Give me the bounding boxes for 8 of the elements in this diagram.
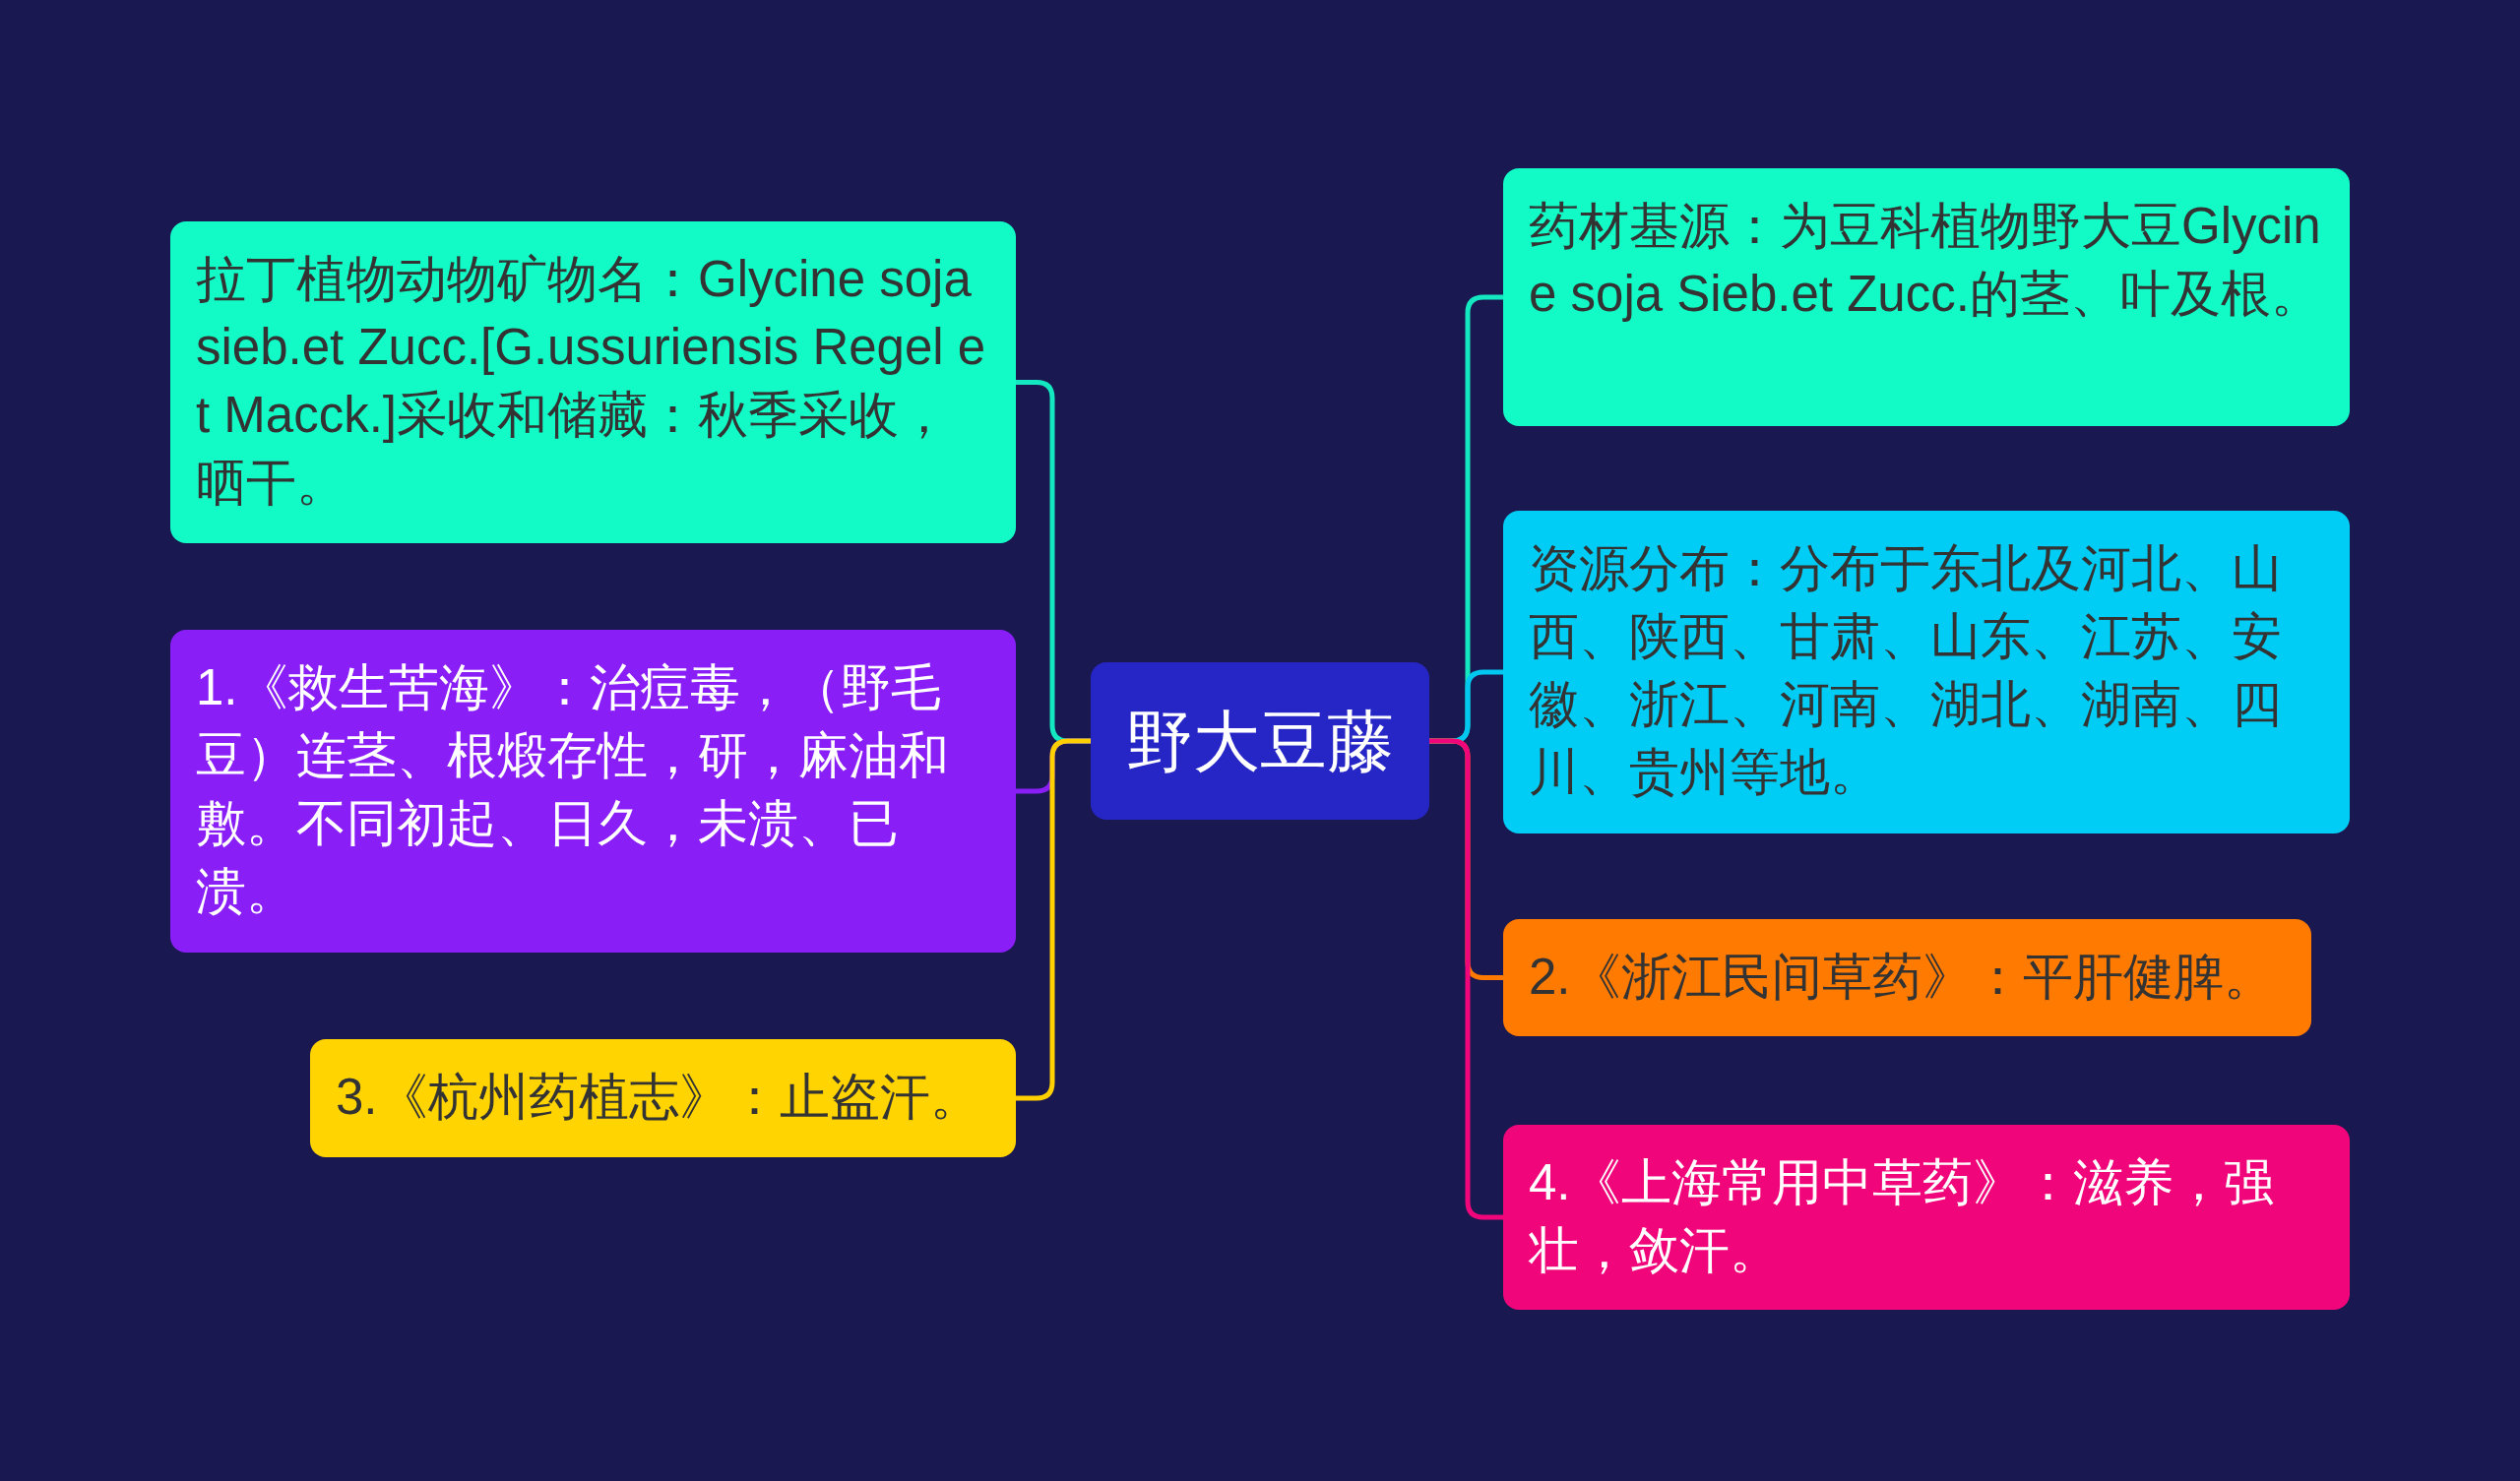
topic-box: 2.《浙江民间草药》：平肝健脾。 — [1503, 919, 2311, 1036]
topic-box: 资源分布：分布于东北及河北、山西、陕西、甘肃、山东、江苏、安徽、浙江、河南、湖北、湖南、四川、贵州等地。 — [1503, 511, 2350, 833]
topic-box: 3.《杭州药植志》：止盗汗。 — [310, 1039, 1016, 1157]
central-topic-box: 野大豆藤 — [1091, 662, 1429, 820]
topic-box: 拉丁植物动物矿物名：Glycine soja sieb.et Zucc.[G.ussuriensis Regel et Macck.]采收和储藏：秋季采收，晒干。 — [170, 221, 1016, 543]
topic-box: 药材基源：为豆科植物野大豆Glycine soja Sieb.et Zucc.的茎、叶及根。 — [1503, 168, 2350, 426]
topic-box: 4.《上海常用中草药》：滋养，强壮，敛汗。 — [1503, 1125, 2350, 1310]
topic-box: 1.《救生苦海》：治痘毒，（野毛豆）连茎、根煅存性，研，麻油和敷。不同初起、日久，未溃、已溃。 — [170, 630, 1016, 953]
